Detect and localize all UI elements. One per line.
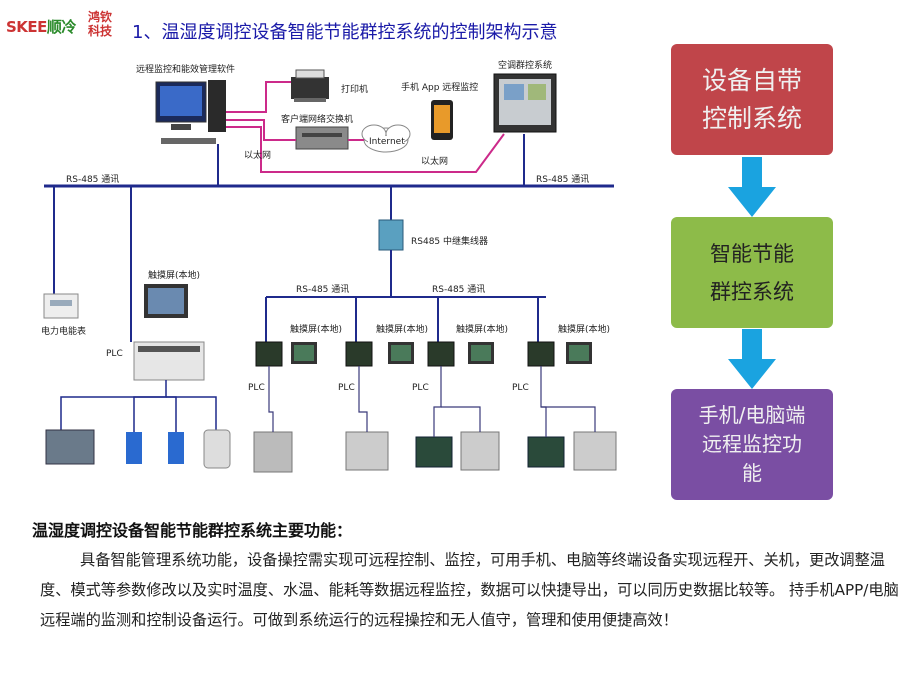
flow-box1-line1: 设备自带 [701, 65, 802, 95]
sub-unit-4 [527, 297, 617, 471]
flow-box-group-control: 智能节能 群控系统 [671, 217, 833, 328]
label-touchscreen-main: 触摸屏(本地) [148, 269, 200, 281]
flow-box-remote-monitoring: 手机/电脑端 远程监控功 能 [671, 389, 833, 500]
ethernet-lines [226, 81, 505, 173]
label-power-meter: 电力电能表 [41, 325, 86, 337]
label-repeater: RS485 中继集线器 [411, 235, 488, 247]
flow-box3-line1: 手机/电脑端 [698, 403, 806, 427]
cooling-tower-icon [203, 429, 231, 469]
label-group-control: 空调群控系统 [498, 59, 552, 71]
label-mobile-app: 手机 App 远程监控 [401, 81, 478, 93]
label-plc-main: PLC [106, 349, 123, 359]
company-logo: SKEE顺冷 鸿钦 科技 [6, 10, 124, 40]
pump-icon-2 [168, 432, 184, 464]
logo-sub: 鸿钦 科技 [88, 10, 118, 38]
touchscreen-main-icon [144, 284, 188, 318]
flow-box3-line3: 能 [742, 461, 762, 485]
flow-box1-line2: 控制系统 [701, 103, 802, 133]
label-remote-software: 远程监控和能效管理软件 [136, 63, 235, 75]
label-plc-2: PLC [338, 383, 355, 393]
group-control-screen-icon [493, 73, 557, 133]
computer-icon [155, 80, 226, 144]
logo-sub-line2: 科技 [88, 24, 113, 38]
down-arrow-icon [728, 157, 776, 217]
label-ethernet-right: 以太网 [421, 155, 448, 167]
flow-box-device-control: 设备自带 控制系统 [671, 44, 833, 155]
down-arrow-icon [728, 329, 776, 389]
flow-box3-line2: 远程监控功 [702, 432, 802, 456]
label-touchscreen-4: 触摸屏(本地) [558, 323, 610, 335]
features-body: 具备智能管理系统功能，设备操控需实现可远程控制、监控，可用手机、电脑等终端设备实… [40, 551, 899, 629]
pump-icon-1 [126, 432, 142, 464]
label-rs485-left: RS-485 通讯 [66, 174, 119, 185]
internet-cloud-icon [361, 124, 411, 153]
label-internet: Internet [369, 137, 405, 147]
label-rs485-mid-right: RS-485 通讯 [432, 284, 485, 295]
sub-unit-2 [345, 297, 414, 471]
chiller-icon [45, 429, 95, 465]
label-touchscreen-3: 触摸屏(本地) [456, 323, 508, 335]
logo-sub-line1: 鸿钦 [88, 10, 113, 24]
sub-unit-1 [253, 297, 317, 473]
power-meter-icon [43, 293, 79, 319]
features-heading: 温湿度调控设备智能节能群控系统主要功能： [32, 521, 353, 540]
mobile-phone-icon [431, 100, 453, 140]
label-ethernet-left: 以太网 [244, 149, 271, 161]
architecture-diagram: 远程监控和能效管理软件 打印机 客户端网络交换机 Internet 手机 App… [41, 59, 617, 473]
switch-icon [295, 126, 349, 150]
label-touchscreen-1: 触摸屏(本地) [290, 323, 342, 335]
flow-box2-line2: 群控系统 [710, 279, 794, 304]
flow-box2-line1: 智能节能 [710, 241, 794, 266]
label-rs485-mid-left: RS-485 通讯 [296, 284, 349, 295]
label-plc-3: PLC [412, 383, 429, 393]
label-printer: 打印机 [341, 83, 368, 95]
printer-icon [291, 69, 329, 102]
label-client-switch: 客户端网络交换机 [281, 113, 353, 125]
field-wiring [268, 366, 596, 437]
label-plc-1: PLC [248, 383, 265, 393]
logo-brand: SKEE顺冷 [6, 18, 76, 36]
plc-main-icon [133, 341, 205, 381]
label-plc-4: PLC [512, 383, 529, 393]
label-rs485-right: RS-485 通讯 [536, 174, 589, 185]
label-touchscreen-2: 触摸屏(本地) [376, 323, 428, 335]
page-title: 1、温湿度调控设备智能节能群控系统的控制架构示意 [132, 22, 558, 43]
repeater-icon [378, 219, 404, 251]
